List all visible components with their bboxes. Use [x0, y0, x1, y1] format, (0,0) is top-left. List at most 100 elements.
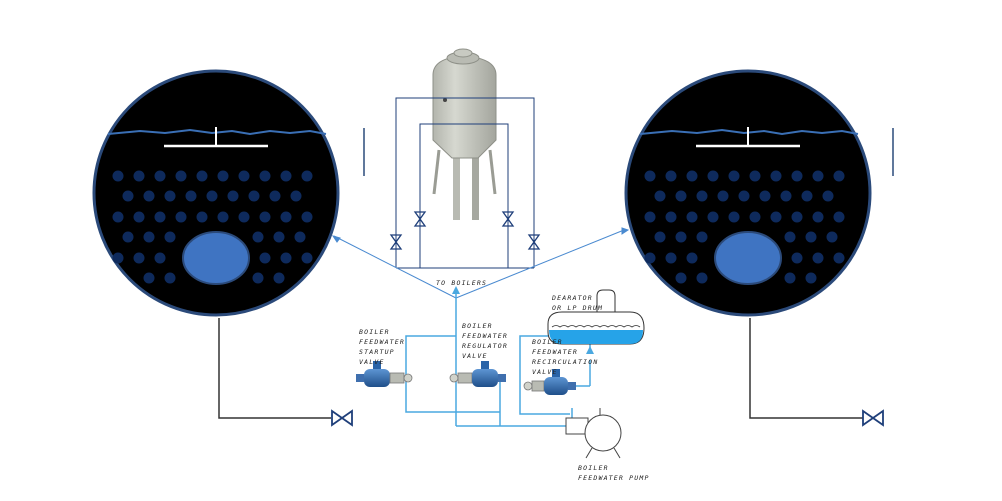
- tube-dot: [227, 190, 239, 202]
- tube-dot: [728, 170, 740, 182]
- tube-dot: [728, 211, 740, 223]
- tube-dot: [164, 272, 176, 284]
- tube-dot: [665, 170, 677, 182]
- deaerator-label: DEARATOR OR LP DRUM: [551, 294, 603, 312]
- isolation-valve-icon: [501, 211, 515, 227]
- control-valve-icon: [523, 369, 576, 395]
- tube-dot: [644, 170, 656, 182]
- tube-dot: [801, 190, 813, 202]
- tube-dot: [175, 211, 187, 223]
- tube-dot: [784, 231, 796, 243]
- tube-dot: [133, 252, 145, 264]
- tube-dot: [675, 231, 687, 243]
- boiler-drum-left: [92, 69, 340, 317]
- tube-dot: [826, 231, 838, 243]
- tube-dot: [217, 170, 229, 182]
- tube-dot: [122, 231, 134, 243]
- tube-dot: [294, 231, 306, 243]
- mud-drum-left: [182, 231, 250, 285]
- tube-dot: [707, 211, 719, 223]
- tube-dot: [791, 170, 803, 182]
- isolation-valve-icon: [389, 234, 403, 250]
- tube-dot: [143, 272, 155, 284]
- isolation-valve-icon: [527, 234, 541, 250]
- water-level-line: [639, 128, 859, 136]
- tube-dot: [738, 190, 750, 202]
- tube-dot: [280, 211, 292, 223]
- tube-dot: [301, 252, 313, 264]
- tube-dot: [686, 170, 698, 182]
- gate-valve-icon: [331, 409, 353, 427]
- pump-label: BOILER FEEDWATER PUMP: [578, 464, 650, 482]
- tube-dot: [259, 252, 271, 264]
- tube-dot: [686, 252, 698, 264]
- tube-dot: [749, 170, 761, 182]
- to-boilers-label: TO BOILERS: [436, 279, 487, 287]
- control-valve-icon: [356, 361, 413, 387]
- tube-dot: [791, 211, 803, 223]
- tube-dot: [644, 211, 656, 223]
- tube-dot: [252, 272, 264, 284]
- blowdown-line-left: [218, 318, 331, 419]
- tube-dot: [175, 170, 187, 182]
- tube-bank-left: [112, 170, 313, 284]
- tube-dot: [122, 190, 134, 202]
- tube-dot: [196, 170, 208, 182]
- tube-dot: [164, 231, 176, 243]
- tube-dot: [273, 272, 285, 284]
- tube-dot: [812, 252, 824, 264]
- tube-dot: [301, 211, 313, 223]
- tube-dot: [686, 211, 698, 223]
- tube-dot: [791, 252, 803, 264]
- flow-arrow-up: [586, 346, 594, 354]
- flow-arrow-up: [452, 286, 460, 294]
- tube-dot: [112, 252, 124, 264]
- tube-dot: [259, 170, 271, 182]
- tube-dot: [784, 272, 796, 284]
- isolation-valve-icons: [389, 211, 541, 250]
- tube-dot: [164, 190, 176, 202]
- recirculation-valve-label: BOILER FEEDWATER RECIRCULATION VALVE: [532, 338, 604, 376]
- tube-dot: [259, 211, 271, 223]
- tube-dot: [822, 190, 834, 202]
- tube-dot: [143, 190, 155, 202]
- tube-dot: [238, 170, 250, 182]
- tube-dot: [805, 231, 817, 243]
- tube-dot: [833, 252, 845, 264]
- tube-dot: [217, 211, 229, 223]
- regulator-valve-label: BOILER FEEDWATER REGULATOR VALVE: [462, 322, 513, 360]
- tube-dot: [805, 272, 817, 284]
- tube-dot: [112, 211, 124, 223]
- tube-dot: [749, 211, 761, 223]
- tube-dot: [654, 231, 666, 243]
- tube-dot: [812, 211, 824, 223]
- tube-dot: [280, 170, 292, 182]
- tube-dot: [675, 272, 687, 284]
- tube-dot: [675, 190, 687, 202]
- tube-dot: [154, 211, 166, 223]
- tube-dot: [269, 190, 281, 202]
- tube-dot: [770, 170, 782, 182]
- blowdown-line-right: [749, 318, 863, 419]
- tube-dot: [707, 170, 719, 182]
- tube-dot: [654, 190, 666, 202]
- gate-valve-icon: [862, 409, 884, 427]
- tube-dot: [185, 190, 197, 202]
- feed-lines-to-drums: [331, 227, 630, 299]
- tube-dot: [759, 190, 771, 202]
- equalizing-lines: [395, 97, 535, 269]
- mud-drum-right: [714, 231, 782, 285]
- tube-dot: [252, 231, 264, 243]
- tube-dot: [154, 170, 166, 182]
- tube-dot: [665, 211, 677, 223]
- tube-dot: [290, 190, 302, 202]
- deaerator-drum: [547, 289, 645, 345]
- tube-dot: [833, 170, 845, 182]
- tube-dot: [280, 252, 292, 264]
- tube-dot: [154, 252, 166, 264]
- tube-dot: [133, 170, 145, 182]
- tube-dot: [833, 211, 845, 223]
- tube-dot: [273, 231, 285, 243]
- tube-dot: [770, 211, 782, 223]
- tube-dot: [196, 211, 208, 223]
